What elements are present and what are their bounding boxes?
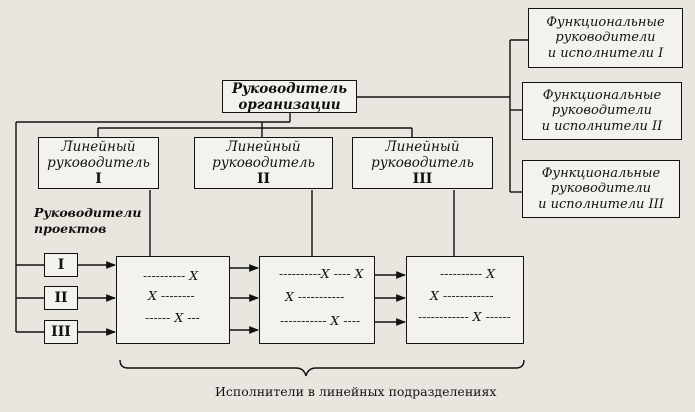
executors-group-2-row-1: ----------X ---- X [279,266,364,281]
project-2-numeral: II [54,290,68,306]
project-manager-3-box: III [44,320,78,344]
project-manager-2-box: II [44,286,78,310]
project-manager-1-box: I [44,253,78,277]
project-3-numeral: III [51,324,71,340]
head-of-organization-box: Руководитель организации [222,80,357,113]
linear-manager-1-line2: руководитель [47,155,150,171]
functional-1-line1: Функциональные [546,14,665,30]
linear-manager-2-line2: руководитель [212,155,315,171]
functional-1-line3: и исполнители I [547,45,664,61]
project-managers-label-line2: проектов [34,221,107,236]
executors-group-2-row-3: ----------- X ---- [280,313,361,328]
linear-manager-3-line2: руководитель [371,155,474,171]
executors-group-1-row-3: ------ X --- [145,310,200,325]
executors-group-2-box [259,256,375,344]
executors-group-3-row-3: ------------ X ------ [418,309,511,324]
executors-group-3-row-1: ---------- X [440,266,496,281]
linear-manager-3-line1: Линейный [385,139,460,155]
functional-1-line2: руководители [555,30,656,46]
functional-3-line2: руководители [550,181,652,197]
linear-manager-2-box: Линейный руководитель II [194,137,333,189]
linear-manager-2-numeral: II [256,171,271,187]
executors-group-3-row-2: X ------------ [430,288,494,303]
functional-3-line3: и исполнители III [538,196,664,212]
linear-manager-3-numeral: III [412,171,433,187]
functional-managers-2-box: Функциональные руководители и исполнител… [522,82,682,140]
functional-2-line3: и исполнители II [541,118,663,134]
linear-manager-3-box: Линейный руководитель III [352,137,493,189]
linear-manager-1-line1: Линейный [61,139,136,155]
functional-managers-1-box: Функциональные руководители и исполнител… [528,8,683,68]
linear-manager-1-numeral: I [95,171,102,187]
executors-group-3-box [406,256,524,344]
functional-managers-3-box: Функциональные руководители и исполнител… [522,160,680,218]
head-title-line1: Руководитель [231,80,348,97]
functional-2-line1: Функциональные [542,87,662,103]
executors-group-1-box [116,256,230,344]
head-title-line2: организации [238,96,341,113]
executors-caption: Исполнители в линейных подразделениях [215,384,497,399]
linear-manager-2-line1: Линейный [226,139,301,155]
project-managers-label: Руководители проектов [34,205,141,237]
project-managers-label-line1: Руководители [34,205,142,220]
functional-3-line1: Функциональные [541,165,661,181]
executors-group-1-row-2: X -------- [148,288,195,303]
functional-2-line2: руководители [551,103,653,119]
brace [119,359,525,377]
executors-group-2-row-2: X ----------- [285,289,345,304]
linear-manager-1-box: Линейный руководитель I [38,137,159,189]
project-1-numeral: I [57,257,65,273]
executors-group-1-row-1: ---------- X [143,268,199,283]
